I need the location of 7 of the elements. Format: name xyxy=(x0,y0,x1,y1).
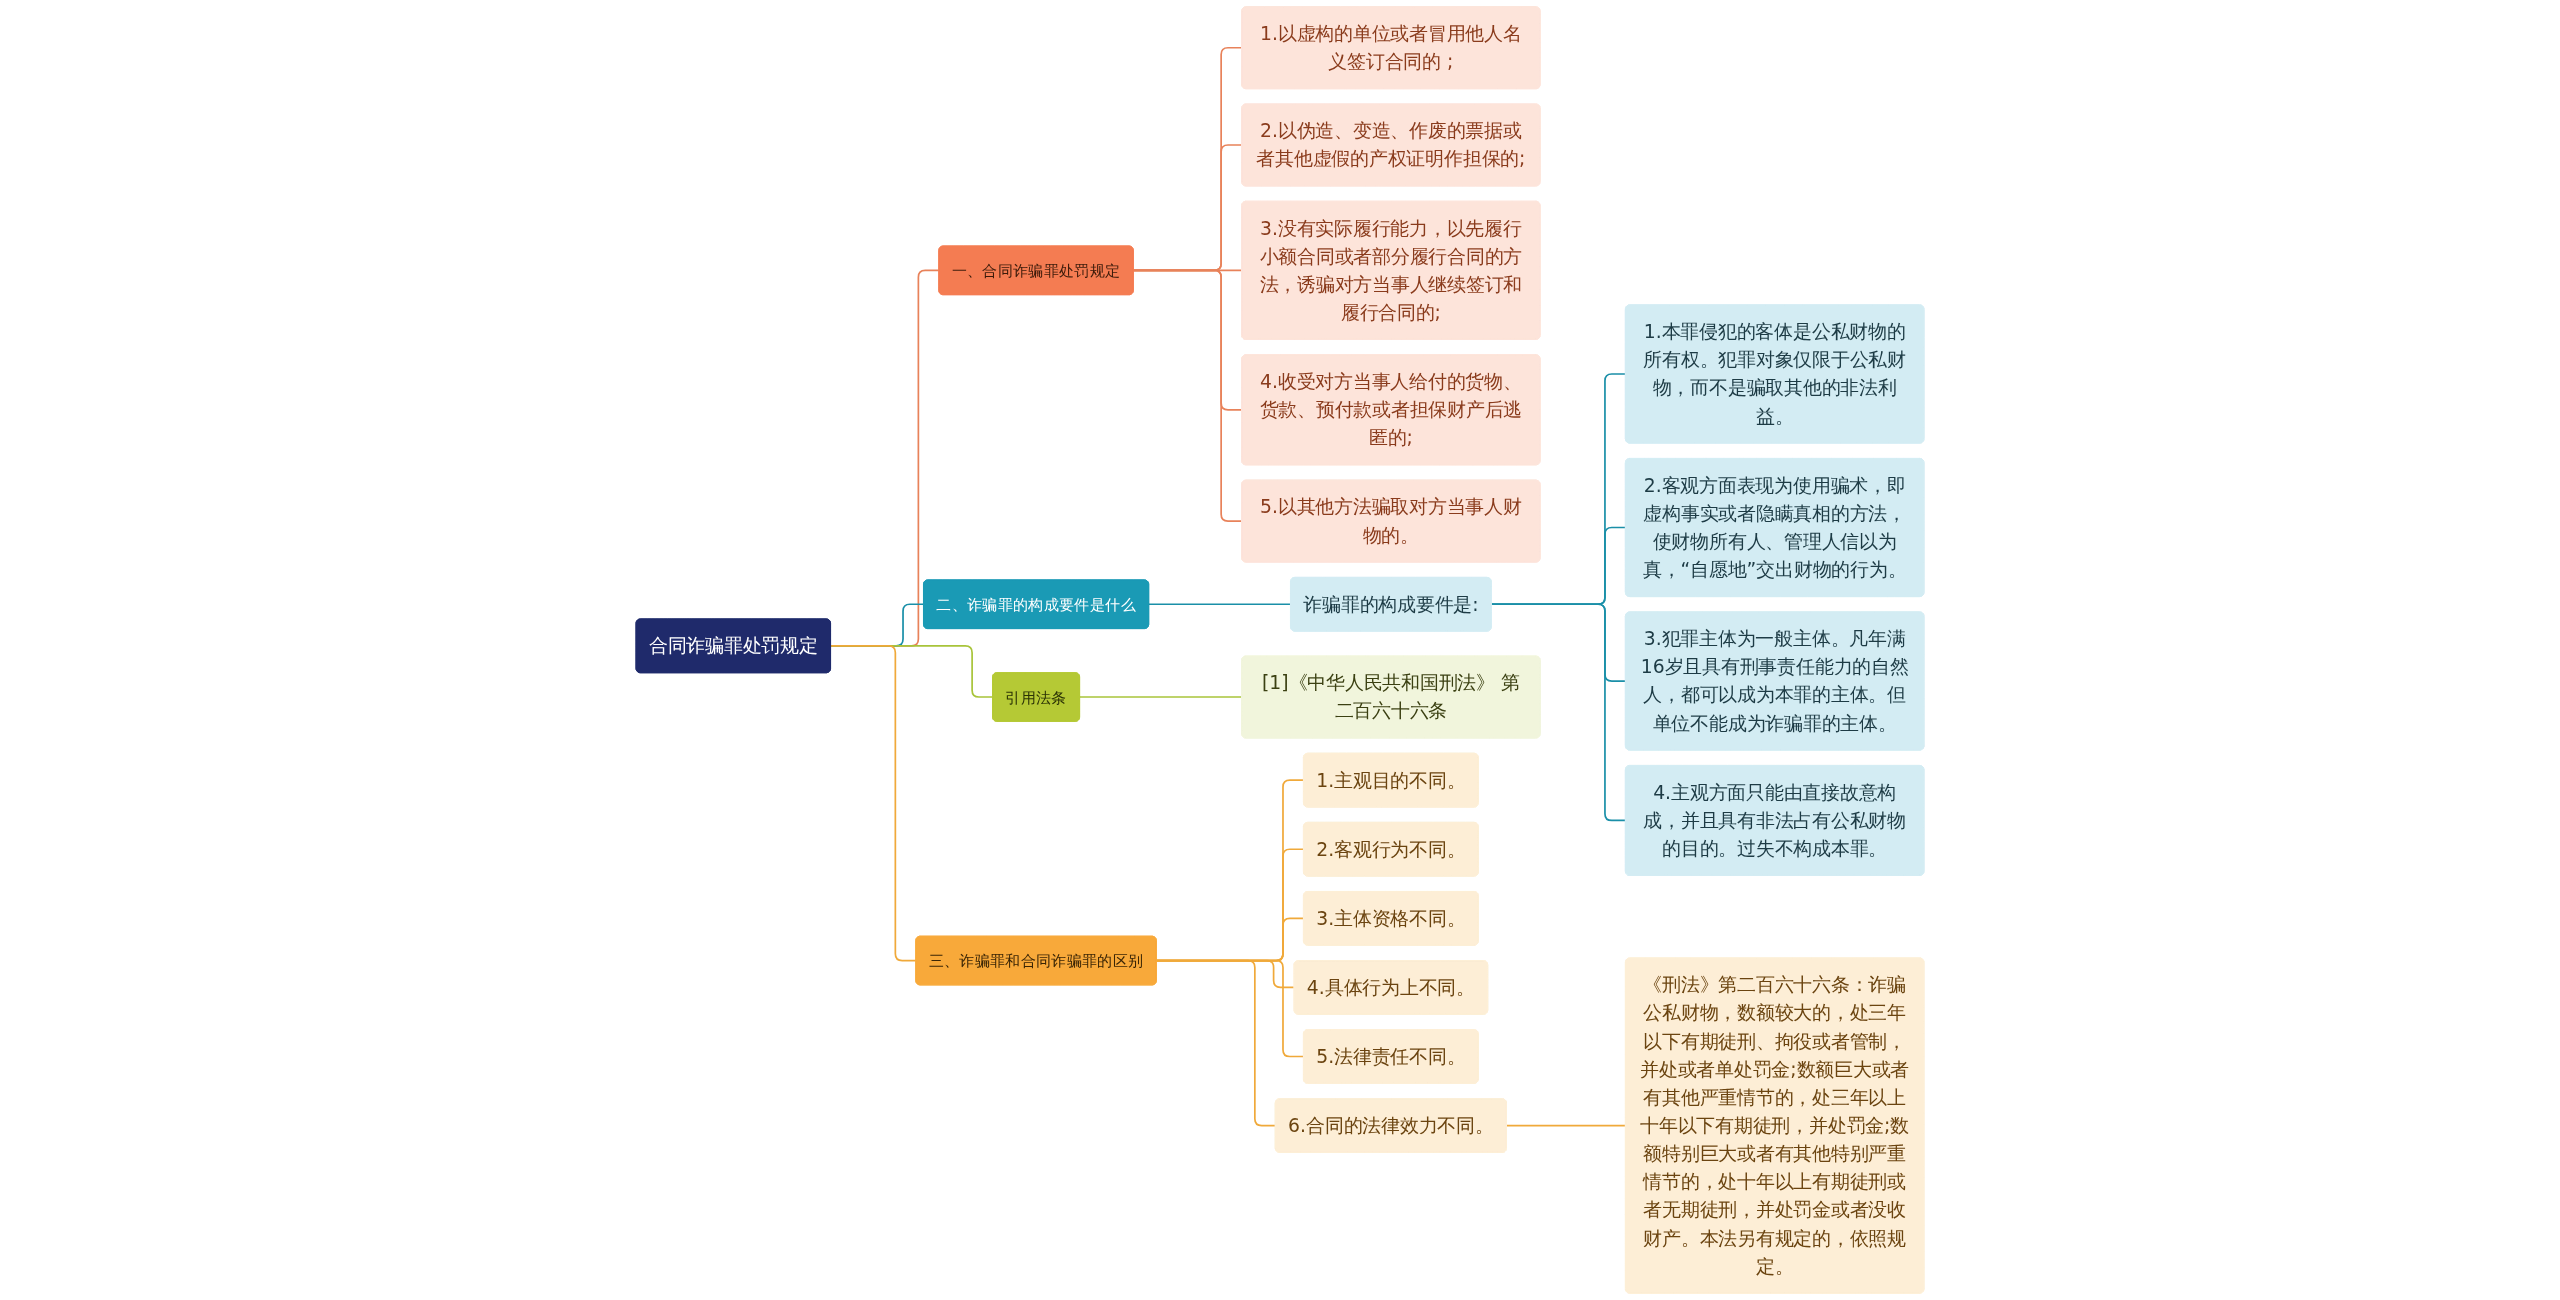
connector xyxy=(1490,603,1627,822)
connector xyxy=(1078,696,1243,698)
connector xyxy=(1505,1124,1627,1127)
connector xyxy=(1147,603,1292,606)
connector xyxy=(829,645,917,962)
connector xyxy=(1155,959,1277,1127)
connector xyxy=(1132,269,1243,522)
